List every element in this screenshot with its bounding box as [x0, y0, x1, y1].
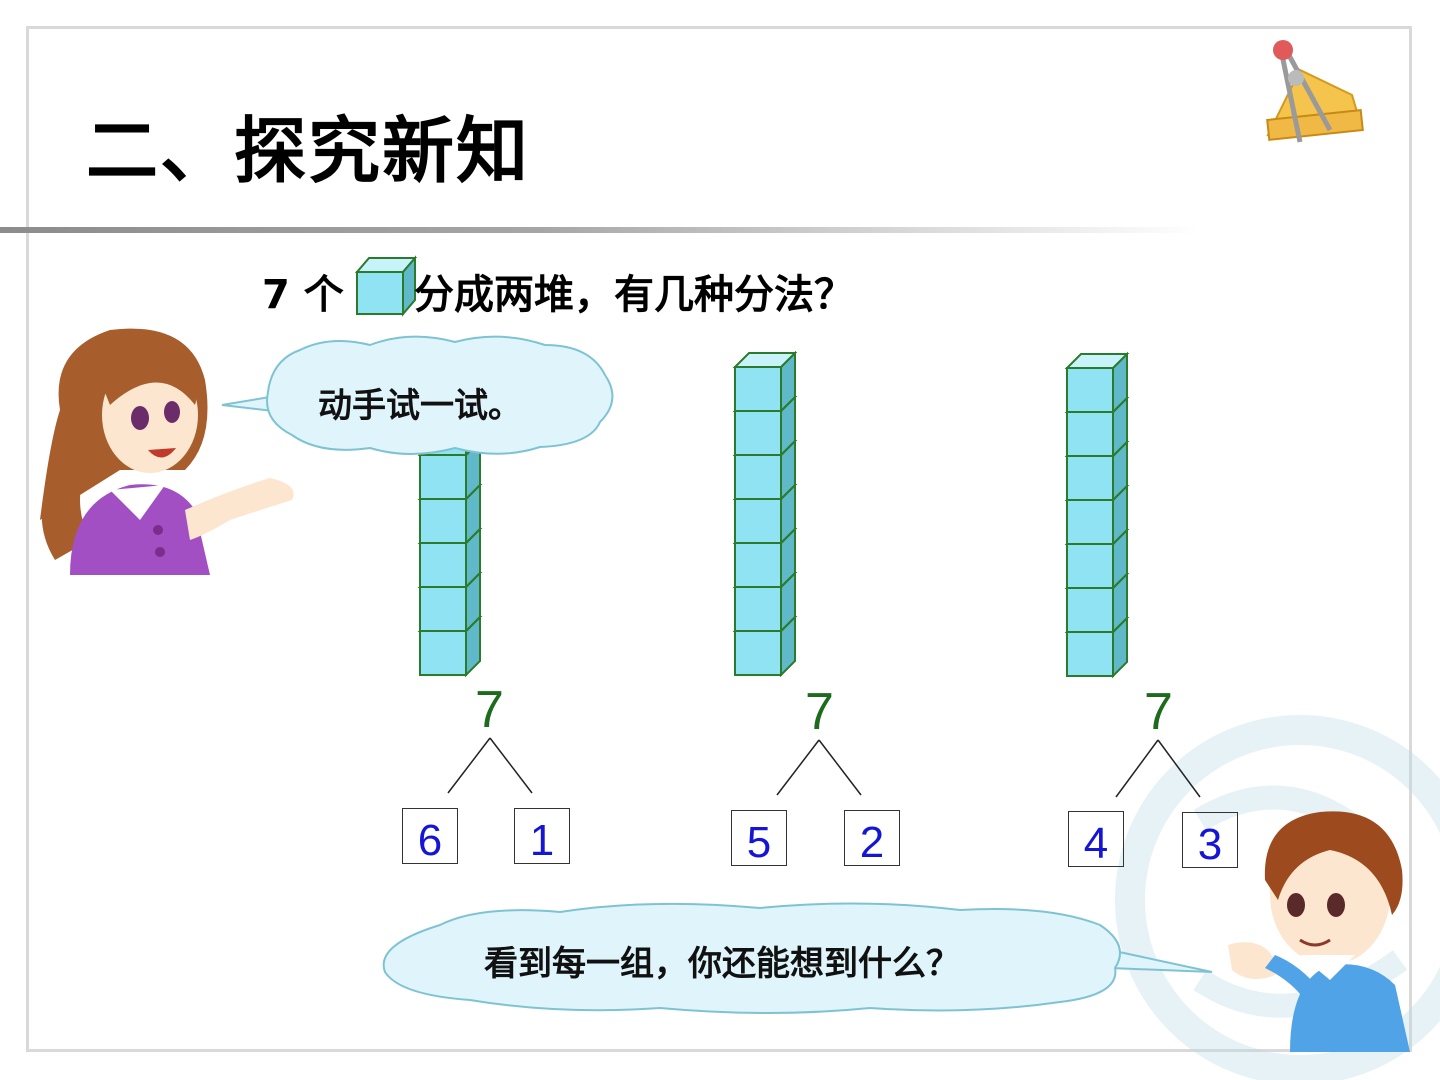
cube [1064, 483, 1130, 547]
cube-stacks [417, 350, 1130, 679]
title-divider [0, 227, 1200, 233]
total-number: 7 [1144, 683, 1173, 741]
total-number: 7 [805, 683, 834, 741]
total-number: 7 [475, 681, 504, 739]
girl-illustration [40, 328, 294, 575]
page-title: 二、探究新知 [86, 109, 531, 193]
cube [732, 350, 798, 414]
girl-speech-bubble [221, 335, 614, 455]
part-box-right: 1 [514, 808, 570, 865]
boy-speech-text: 看到每一组，你还能想到什么？ [484, 944, 960, 984]
question-suffix: 分成两堆，有几种分法？ [414, 272, 854, 318]
question-prefix: 7 个 [262, 272, 344, 318]
girl-speech-text: 动手试一试。 [318, 386, 522, 426]
part-box-right: 3 [1182, 812, 1238, 869]
part-box-left: 6 [402, 808, 458, 865]
slide-frame [26, 26, 1412, 1052]
part-box-left: 5 [731, 810, 787, 867]
boy-speech-bubble [382, 902, 1213, 1014]
cube [1064, 351, 1130, 415]
part-box-left: 4 [1068, 811, 1124, 868]
part-box-right: 2 [844, 810, 900, 867]
decomposition-lines [447, 737, 1201, 798]
ruler-compass-icon [1266, 40, 1364, 143]
boy-illustration [1228, 811, 1410, 1052]
